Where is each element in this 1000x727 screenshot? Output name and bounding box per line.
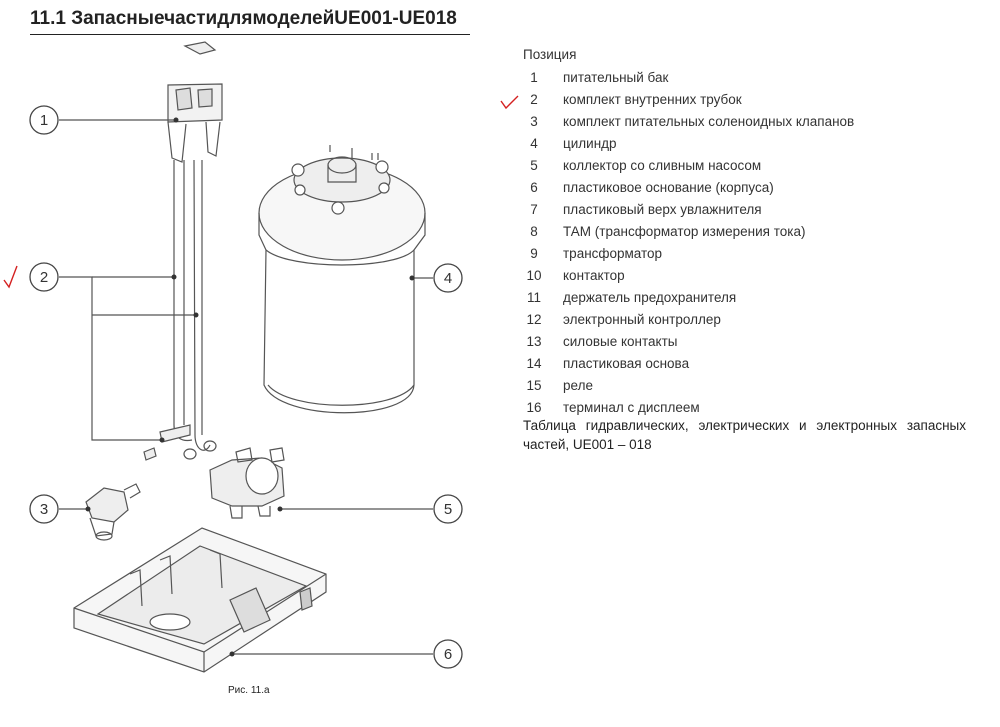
heading-underline	[30, 34, 470, 35]
table-caption: Таблица гидравлических, электрических и …	[523, 418, 966, 452]
part-number: 11	[526, 290, 541, 305]
part-number: 1	[530, 70, 538, 85]
part-name: ТАМ (трансформатор измерения тока)	[563, 224, 806, 239]
callout-6-circle	[433, 639, 463, 669]
part-number: 7	[530, 202, 538, 217]
callout-2-circle	[29, 262, 59, 292]
part-name: комплект внутренних трубок	[563, 92, 742, 107]
part-number: 2	[530, 92, 538, 107]
section-heading: 11.1 ЗапасныечастидлямоделейUE001-UE018	[30, 8, 457, 29]
part-name: держатель предохранителя	[563, 290, 737, 305]
part-number: 14	[526, 356, 542, 371]
cylinder-illustration	[258, 145, 426, 414]
part-name: цилиндр	[563, 136, 617, 151]
callout-6-label: 6	[444, 646, 452, 663]
part-number: 4	[530, 136, 538, 151]
part-number: 12	[526, 312, 542, 327]
drain-pump-collector-illustration	[209, 447, 285, 519]
check-mark-icon	[3, 265, 18, 289]
figure-caption: Рис. 11.a	[228, 685, 270, 696]
callout-1-label: 1	[40, 112, 48, 129]
parts-diagram: 1 2 3 4 5 6	[3, 41, 463, 673]
part-name: трансформатор	[563, 246, 663, 261]
part-name: электронный контроллер	[563, 312, 721, 327]
part-name: пластиковый верх увлажнителя	[563, 202, 762, 217]
callout-5-label: 5	[444, 501, 452, 518]
part-name: коллектор со сливным насосом	[563, 158, 762, 173]
part-name: реле	[563, 378, 593, 393]
callout-5-circle	[433, 494, 463, 524]
part-name: комплект питательных соленоидных клапано…	[563, 114, 855, 129]
callout-1-circle	[29, 105, 59, 135]
part-number: 8	[530, 224, 538, 239]
part-name: пластиковая основа	[563, 356, 690, 371]
part-number: 13	[526, 334, 542, 349]
part-name: контактор	[563, 268, 625, 283]
check-mark-icon	[500, 95, 519, 110]
part-number: 6	[530, 180, 538, 195]
table-header: Позиция	[523, 47, 577, 62]
part-name: питательный бак	[563, 70, 669, 85]
part-number: 9	[530, 246, 538, 261]
callout-3-circle	[29, 494, 59, 524]
part-number: 5	[530, 158, 538, 173]
callout-4-label: 4	[444, 270, 452, 287]
part-name: силовые контакты	[563, 334, 678, 349]
plastic-base-illustration	[73, 527, 327, 673]
feed-tank-illustration	[167, 41, 223, 163]
solenoid-valve-illustration	[85, 483, 141, 541]
part-name: терминал с дисплеем	[563, 400, 700, 415]
callout-4-circle	[433, 263, 463, 293]
callout-2-label: 2	[40, 269, 48, 286]
part-number: 3	[530, 114, 538, 129]
part-number: 10	[526, 268, 542, 283]
callout-3-label: 3	[40, 501, 48, 518]
part-name: пластиковое основание (корпуса)	[563, 180, 774, 195]
part-number: 15	[526, 378, 542, 393]
part-number: 16	[526, 400, 542, 415]
internal-tubes-illustration	[143, 159, 217, 461]
